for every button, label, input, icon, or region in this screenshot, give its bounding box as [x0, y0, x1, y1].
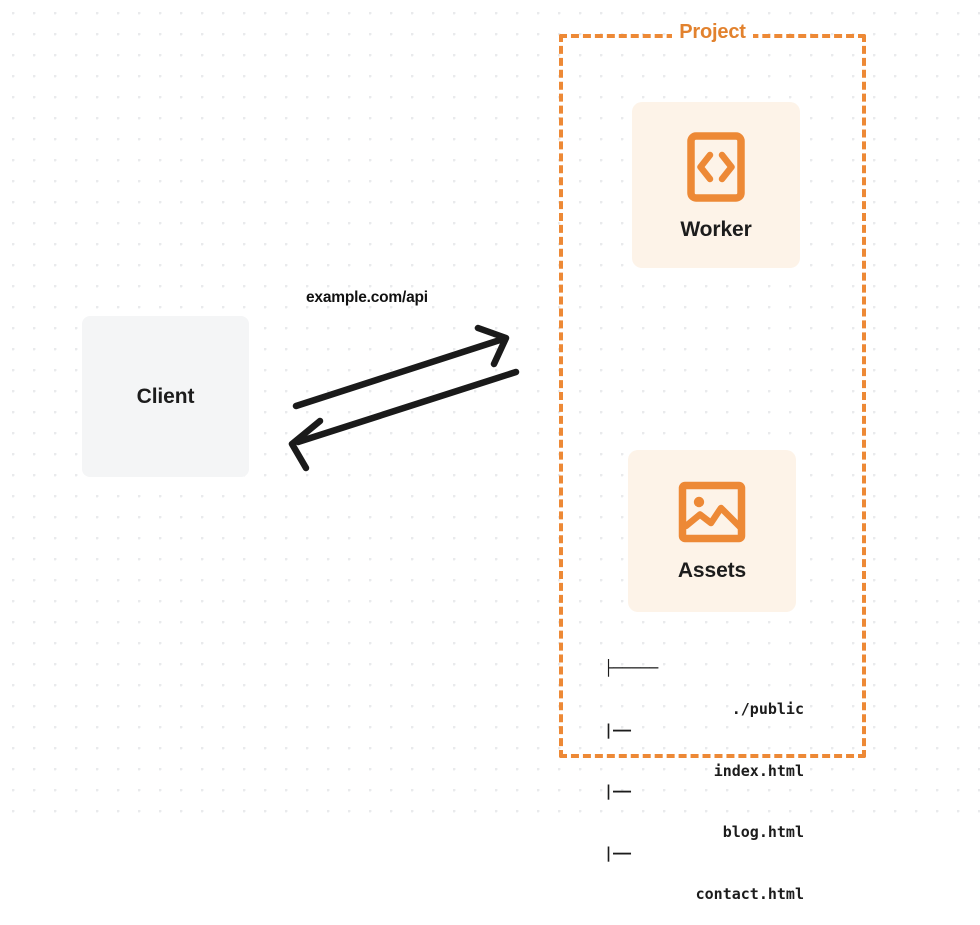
diagram-canvas: Client example.com/api Project Worker — [0, 0, 980, 903]
client-node[interactable]: Client — [82, 316, 249, 477]
assets-file-tree: ├───── ./public |—— index.html |—— blog.… — [604, 617, 804, 904]
request-arrow — [292, 324, 510, 410]
file-tree-row: |—— index.html — [604, 720, 804, 780]
tree-branch-glyph: |—— — [604, 720, 632, 739]
file-tree-name: index.html — [713, 761, 804, 780]
file-tree-name: ./public — [731, 700, 804, 718]
response-arrow — [288, 368, 520, 472]
worker-card[interactable]: Worker — [632, 102, 800, 268]
worker-card-label: Worker — [680, 218, 752, 241]
tree-branch-glyph: ├───── — [604, 659, 659, 677]
file-tree-name: blog.html — [722, 823, 804, 841]
code-brackets-icon — [687, 132, 745, 202]
tree-branch-glyph: |—— — [604, 782, 632, 800]
client-project-connector — [288, 324, 520, 472]
file-tree-row: |—— contact.html — [604, 843, 804, 903]
client-node-label: Client — [136, 384, 195, 408]
file-tree-row: |—— blog.html — [604, 781, 804, 841]
tree-branch-glyph: |—— — [604, 843, 632, 862]
connector-label: example.com/api — [306, 289, 428, 306]
assets-card-label: Assets — [677, 559, 747, 582]
image-icon — [678, 481, 746, 543]
assets-card[interactable]: Assets — [628, 450, 796, 612]
file-tree-row: ├───── ./public — [604, 658, 804, 718]
file-tree-name: contact.html — [695, 884, 804, 903]
